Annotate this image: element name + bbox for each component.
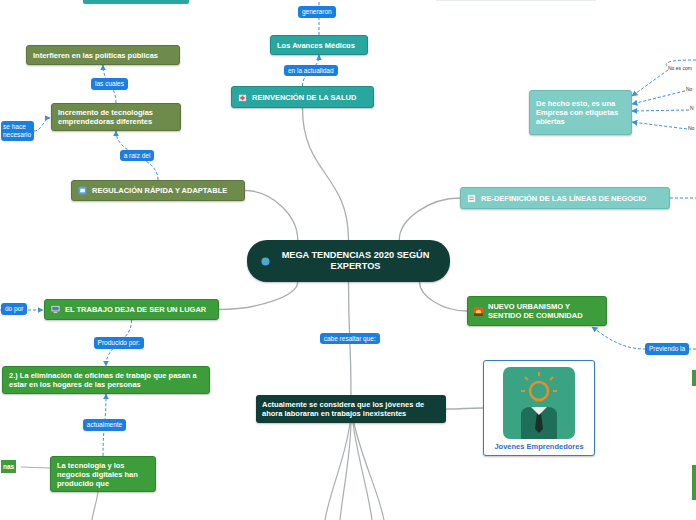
branch-line (354, 423, 384, 520)
branch-connector (303, 108, 349, 240)
branch-connector (245, 191, 298, 241)
branch-box: REGULACIÓN RÁPIDA Y ADAPTABLE (71, 180, 245, 201)
topic-box: 2.) La eliminación de oficinas de trabaj… (2, 366, 210, 394)
node-icon (474, 307, 483, 316)
edge-label: en la actualidad (284, 65, 338, 77)
cut-box (692, 370, 696, 386)
branch-box: NUEVO URBANISMO Y SENTIDO DE COMUNIDAD (467, 296, 607, 326)
edge-label: Previendo la (645, 343, 689, 355)
node-text: Jovenes Emprendedores (494, 442, 583, 451)
node-icon (261, 257, 270, 266)
topic-box: Actualmente se considera que los jóvenes… (256, 395, 446, 423)
cut-label: No es com (668, 66, 692, 72)
cut-label: N (690, 106, 694, 112)
edge-label: actualmente (83, 419, 126, 431)
branch-connector (399, 198, 460, 240)
branch-box: REINVENCIÓN DE LA SALUD (231, 86, 374, 108)
leader-line (632, 91, 685, 104)
node-text: Interfieren en las políticas públicas (33, 51, 158, 60)
branch-connector (420, 282, 467, 311)
edge-label: Producido por: (94, 337, 144, 349)
person-illustration (503, 367, 575, 439)
branch-box: EL TRABAJO DEJA DE SER UN LUGAR (44, 299, 219, 320)
branch-line (92, 492, 98, 520)
leader-line (632, 110, 689, 111)
node-text: EL TRABAJO DEJA DE SER UN LUGAR (65, 305, 206, 314)
topic-box: De hecho esto, es una Empresa con etique… (529, 90, 632, 135)
cut-box (436, 0, 596, 1)
edge-label: generaron (298, 6, 336, 18)
node-text: RE-DEFINICIÓN DE LAS LÍNEAS DE NEGOCIO (481, 194, 646, 203)
image-box: Jovenes Emprendedores (483, 360, 595, 456)
cut-box (83, 0, 189, 4)
branch-connector (219, 282, 298, 310)
edge-label: se hace necesario (1, 121, 34, 141)
node-icon (238, 93, 247, 102)
node-icon (51, 305, 60, 314)
branch-connector (446, 408, 483, 409)
cut-label: No (686, 87, 692, 93)
edge-label: cabe resaltar que: (320, 333, 380, 345)
branch-box: RE-DEFINICIÓN DE LAS LÍNEAS DE NEGOCIO (460, 187, 670, 209)
node-text: REINVENCIÓN DE LA SALUD (252, 93, 356, 102)
topic-box: Los Avances Médicos (270, 35, 368, 55)
cut-label: No (688, 126, 694, 132)
leader-line (670, 198, 696, 199)
node-icon (78, 186, 87, 195)
topic-box: La tecnología y los negocios digitales h… (50, 456, 156, 492)
edge-label: las cuales (91, 78, 128, 90)
edge-label: a raíz del (120, 150, 155, 162)
edge-label: do por (1, 303, 27, 315)
node-icon (467, 194, 476, 203)
branch-line (325, 423, 350, 520)
leader-line (632, 70, 668, 96)
node-text: NUEVO URBANISMO Y SENTIDO DE COMUNIDAD (488, 302, 600, 320)
central-topic: MEGA TENDENCIAS 2020 SEGÚN EXPERTOS (247, 240, 450, 282)
topic-box: Incremento de tecnologías emprendedoras … (51, 103, 181, 131)
cut-box-label: nas (1, 460, 16, 473)
dashed-connector (116, 131, 158, 180)
leader-line (632, 122, 687, 129)
node-text: De hecho esto, es una Empresa con etique… (536, 99, 625, 126)
cut-box (692, 465, 696, 500)
node-text: 2.) La eliminación de oficinas de trabaj… (9, 371, 203, 389)
node-text: MEGA TENDENCIAS 2020 SEGÚN EXPERTOS (275, 250, 436, 272)
node-text: La tecnología y los negocios digitales h… (57, 461, 149, 488)
branch-line (340, 423, 351, 520)
node-text: Los Avances Médicos (277, 41, 355, 50)
node-text: Incremento de tecnologías emprendedoras … (58, 108, 174, 126)
node-text: Actualmente se considera que los jóvenes… (262, 400, 440, 418)
branch-line (21, 467, 50, 468)
topic-box: Interfieren en las políticas públicas (26, 45, 180, 65)
node-text: REGULACIÓN RÁPIDA Y ADAPTABLE (92, 186, 227, 195)
leader-line (34, 118, 50, 131)
